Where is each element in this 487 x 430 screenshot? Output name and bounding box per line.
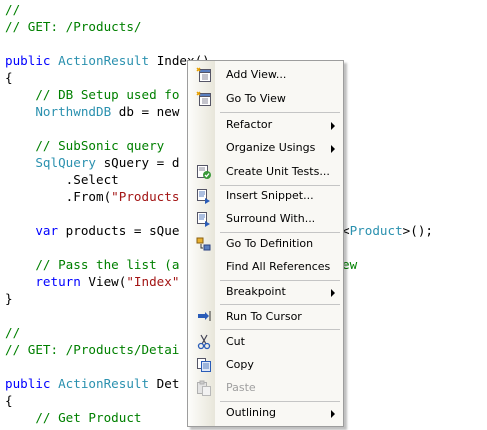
code-line: // SubSonic query [5, 138, 164, 155]
keyword: public [5, 376, 51, 391]
code-text: .Select [65, 172, 119, 187]
menu-item-paste[interactable]: Paste [188, 377, 343, 399]
insert-snippet-icon [196, 188, 212, 204]
menu-item-run-to-cursor[interactable]: Run To Cursor [188, 306, 343, 328]
menu-item-label: Go To View [226, 92, 286, 105]
type-name: SqlQuery [35, 155, 97, 170]
menu-item-label: Outlining [226, 406, 277, 419]
menu-item-label: Breakpoint [226, 285, 286, 298]
menu-item-refactor[interactable]: Refactor [188, 114, 343, 136]
code-line: // [5, 325, 21, 340]
menu-item-insert-snippet[interactable]: Insert Snippet... [188, 185, 343, 207]
comment: // Get Product [35, 410, 142, 425]
code-line: var products = sQue [5, 223, 179, 240]
code-text: db = new [111, 104, 180, 119]
code-line: SqlQuery sQuery = d [5, 155, 179, 172]
code-text: Det [149, 376, 180, 391]
go-to-view-icon [196, 91, 212, 107]
submenu-arrow-icon [331, 122, 335, 130]
code-line-tail: <Product>(); [342, 223, 433, 240]
run-to-cursor-icon [196, 309, 212, 325]
menu-item-go-to-view[interactable]: Go To View [188, 88, 343, 110]
menu-item-breakpoint[interactable]: Breakpoint [188, 281, 343, 303]
menu-item-copy[interactable]: Copy [188, 354, 343, 376]
menu-item-label: Create Unit Tests... [226, 165, 330, 178]
menu-item-label: Refactor [226, 118, 273, 131]
unit-test-icon [196, 164, 212, 180]
code-line: .Select [5, 172, 119, 189]
submenu-arrow-icon [331, 289, 335, 297]
keyword: var [35, 223, 59, 238]
scissors-icon [196, 334, 212, 350]
menu-item-cut[interactable]: Cut [188, 331, 343, 353]
menu-item-label: Run To Cursor [226, 310, 302, 323]
menu-separator [220, 280, 340, 281]
paste-icon [196, 380, 212, 396]
menu-separator [220, 112, 340, 113]
menu-item-label: Add View... [226, 68, 287, 81]
surround-with-icon [196, 211, 212, 227]
comment: // Pass the list (a [35, 257, 180, 272]
code-text: sQuery = d [96, 155, 180, 170]
code-line: // GET: /Products/Detai [5, 342, 180, 357]
code-line: .From("Products [5, 189, 180, 206]
menu-item-label: Surround With... [226, 212, 316, 225]
copy-icon [196, 357, 212, 373]
code-line: public ActionResult Index() [5, 53, 210, 70]
code-line-tail: ew [342, 257, 358, 272]
comment: // DB Setup used fo [35, 87, 180, 102]
code-text: products = sQue [58, 223, 180, 238]
type-name: Product [349, 223, 403, 238]
menu-separator [220, 304, 340, 305]
menu-item-add-view[interactable]: Add View... [188, 64, 343, 86]
code-line: } [5, 291, 13, 306]
menu-item-create-unit-tests[interactable]: Create Unit Tests... [188, 161, 343, 183]
menu-item-outlining[interactable]: Outlining [188, 402, 343, 424]
add-view-icon [196, 67, 212, 83]
menu-item-label: Organize Usings [226, 141, 316, 154]
menu-separator [220, 232, 340, 233]
menu-item-go-to-definition[interactable]: Go To Definition [188, 233, 343, 255]
menu-separator [220, 185, 340, 186]
go-to-definition-icon [196, 236, 212, 252]
menu-separator [220, 401, 340, 402]
code-line: { [5, 393, 13, 408]
code-line: // Get Product [5, 410, 142, 427]
context-menu: Add View... Go To View Refactor Organize… [187, 60, 344, 427]
code-line: NorthwndDB db = new [5, 104, 179, 121]
code-text: >(); [402, 223, 434, 238]
comment: // SubSonic query [35, 138, 165, 153]
keyword: public [5, 53, 51, 68]
string-literal: "Index" [126, 274, 180, 289]
code-text: View( [80, 274, 127, 289]
code-line: // DB Setup used fo [5, 87, 179, 104]
menu-item-label: Paste [226, 381, 256, 394]
menu-item-label: Insert Snippet... [226, 189, 314, 202]
code-line: // Pass the list (a [5, 257, 179, 274]
menu-item-surround-with[interactable]: Surround With... [188, 208, 343, 230]
menu-item-label: Cut [226, 335, 245, 348]
submenu-arrow-icon [331, 410, 335, 418]
code-text: < [342, 223, 350, 238]
code-text: .From( [65, 189, 112, 204]
submenu-arrow-icon [331, 145, 335, 153]
code-line: { [5, 70, 13, 85]
code-line: public ActionResult Det [5, 376, 179, 393]
menu-item-organize-usings[interactable]: Organize Usings [188, 137, 343, 159]
type-name: ActionResult [58, 53, 150, 68]
menu-item-find-all-references[interactable]: Find All References [188, 256, 343, 278]
string-literal: "Products [111, 189, 180, 204]
menu-item-label: Find All References [226, 260, 331, 273]
code-line: // GET: /Products/ [5, 19, 142, 34]
code-line: return View("Index" [5, 274, 179, 291]
menu-item-label: Copy [226, 358, 254, 371]
keyword: return [35, 274, 81, 289]
type-name: NorthwndDB [35, 104, 112, 119]
type-name: ActionResult [58, 376, 150, 391]
menu-item-label: Go To Definition [226, 237, 314, 250]
menu-separator [220, 329, 340, 330]
code-line: // [5, 2, 21, 17]
